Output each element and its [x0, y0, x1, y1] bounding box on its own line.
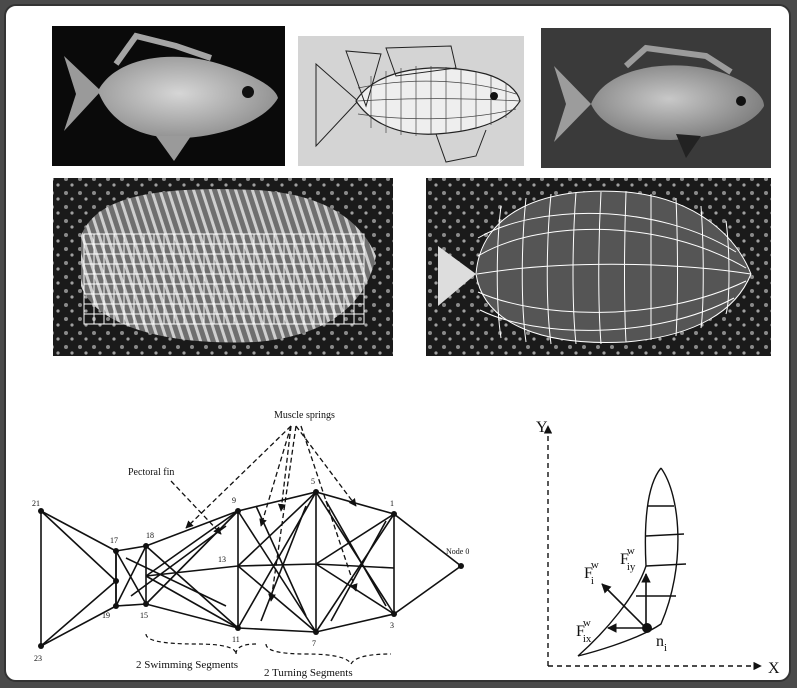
spring-mass-model: Muscle springs Pectoral fin Node 0 2 Swi… — [32, 410, 469, 679]
node-13-label: 13 — [218, 555, 226, 564]
node-21-label: 21 — [32, 499, 40, 508]
figure-frame: Muscle springs Pectoral fin Node 0 2 Swi… — [4, 4, 791, 682]
node-1-label: 1 — [390, 499, 394, 508]
pectoral-fin-label: Pectoral fin — [128, 467, 174, 478]
figure-canvas: Muscle springs Pectoral fin Node 0 2 Swi… — [6, 6, 791, 682]
muscle-springs-label: Muscle springs — [274, 410, 335, 421]
node-7-label: 7 — [312, 639, 316, 648]
node-ni-dot — [642, 623, 652, 633]
turning-segments-label: 2 Turning Segments — [264, 667, 353, 679]
swimming-segments-label: 2 Swimming Segments — [136, 659, 238, 671]
node-19-label: 19 — [102, 611, 110, 620]
fish-rendered — [541, 28, 771, 168]
x-axis-label: X — [768, 660, 780, 677]
node-15-label: 15 — [140, 611, 148, 620]
node-11-label: 11 — [232, 635, 240, 644]
node-3-label: 3 — [390, 621, 394, 630]
y-axis-label: Y — [536, 419, 548, 436]
fish-photo-grid-warped — [426, 178, 771, 356]
node-17-label: 17 — [110, 536, 118, 545]
fish-photo-grid-regular — [53, 178, 393, 356]
node-5-label: 5 — [311, 477, 315, 486]
node-18-label: 18 — [146, 531, 154, 540]
force-vector-main — [602, 584, 646, 628]
node-ni-label: ni — [656, 633, 667, 654]
fish-photo-1 — [52, 26, 285, 166]
node-23-label: 23 — [34, 654, 42, 663]
fish-wireframe — [298, 36, 524, 166]
node0-label: Node 0 — [446, 547, 469, 556]
node-9-label: 9 — [232, 496, 236, 505]
